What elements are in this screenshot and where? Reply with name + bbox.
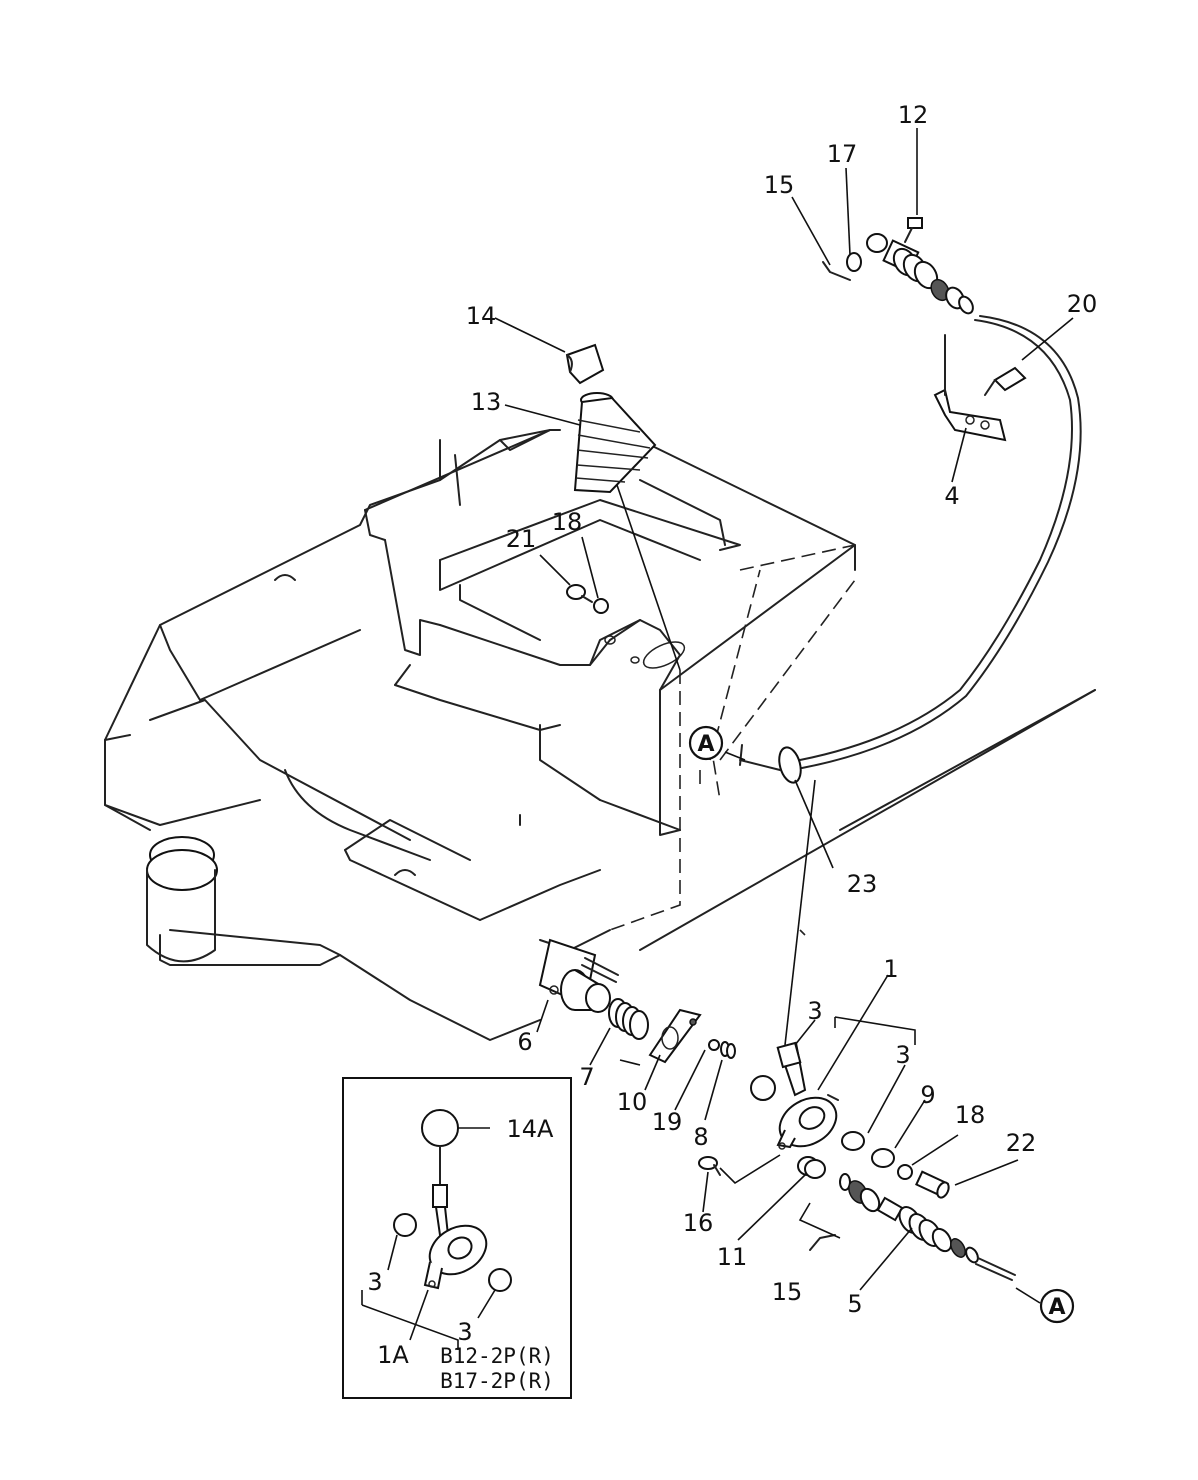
- inset-model-line1: B12-2P(R): [440, 1344, 554, 1368]
- part-14-knob-icon: [565, 343, 605, 385]
- part-9-washer-icon: [871, 1148, 895, 1168]
- label-14: 14: [466, 302, 497, 330]
- part-7-spring-icon: [608, 998, 649, 1040]
- label-9: 9: [920, 1081, 935, 1109]
- label-11: 11: [717, 1243, 748, 1271]
- cable-end-fitting: [866, 233, 974, 315]
- label-7: 7: [579, 1063, 594, 1091]
- part-1A-lever-icon: [423, 1184, 488, 1290]
- label-3-right: 3: [895, 1041, 910, 1069]
- label-21: 21: [506, 525, 537, 553]
- label-15-upper: 15: [764, 171, 795, 199]
- label-17: 17: [827, 140, 858, 168]
- cable-upper-end: [739, 217, 1082, 784]
- label-18-upper: 18: [552, 508, 583, 536]
- label-22: 22: [1006, 1129, 1037, 1157]
- part-19-ball-icon: [708, 1039, 720, 1051]
- part-5-cable-end-icon: [839, 1173, 1016, 1281]
- reference-a-lower-text: A: [1048, 1295, 1065, 1320]
- label-19: 19: [652, 1108, 683, 1136]
- label-3-inset-right: 3: [457, 1318, 472, 1346]
- part-17-washer-icon: [846, 252, 862, 272]
- label-23: 23: [847, 870, 878, 898]
- inset-model-line2: B17-2P(R): [440, 1369, 554, 1393]
- part-3-bushing-left-icon: [750, 1075, 776, 1101]
- part-8-spring-icon: [720, 1041, 736, 1059]
- label-3-inset-left: 3: [367, 1268, 382, 1296]
- part-13-boot-icon: [573, 392, 681, 671]
- label-16: 16: [683, 1209, 714, 1237]
- reference-a-upper: A: [688, 725, 724, 761]
- label-4: 4: [944, 482, 959, 510]
- label-6: 6: [517, 1028, 532, 1056]
- console-box: [364, 429, 856, 936]
- label-15-lower: 15: [772, 1278, 803, 1306]
- label-3-upper: 3: [807, 997, 822, 1025]
- label-20: 20: [1067, 290, 1098, 318]
- part-22-bolt-icon: [915, 1170, 950, 1199]
- label-1: 1: [883, 955, 898, 983]
- part-23-grommet-icon: [778, 746, 802, 784]
- part-14A-knob-icon: [421, 1109, 459, 1186]
- chassis-frame: [104, 429, 1096, 1041]
- leader-lines: [494, 128, 1074, 1304]
- part-3-bushing-right-icon: [841, 1131, 865, 1151]
- reference-a-lower: A: [1039, 1288, 1075, 1324]
- part-4-bracket-icon: [933, 334, 1007, 442]
- part-6-bracket-icon: [538, 938, 619, 1013]
- part-1-lever-icon: [776, 779, 839, 1150]
- label-1A: 1A: [377, 1341, 409, 1369]
- part-15-clip-lower-icon: [809, 1234, 836, 1251]
- part-labels: 12 17 15 20 4 14 13 21 18 23 1 3 3 9 18 …: [367, 101, 1097, 1393]
- label-13: 13: [471, 388, 502, 416]
- label-14A: 14A: [507, 1115, 555, 1143]
- label-18-lower: 18: [955, 1101, 986, 1129]
- part-20-bolt-icon: [984, 366, 1027, 396]
- part-11-nut-icon: [797, 1156, 826, 1179]
- part-12-screw-icon: [904, 217, 923, 243]
- part-21-screw-icon: [566, 584, 593, 603]
- label-10: 10: [617, 1088, 648, 1116]
- part-18-washer-upper-icon: [593, 598, 609, 614]
- label-12: 12: [898, 101, 929, 129]
- part-15-clip-icon: [822, 261, 851, 281]
- part-16-pin-icon: [698, 1156, 721, 1176]
- reference-a-upper-text: A: [697, 732, 714, 757]
- part-3-inset-right-icon: [488, 1268, 512, 1292]
- part-10-plate-icon: [648, 1008, 702, 1064]
- part-18-washer-lower-icon: [897, 1164, 913, 1180]
- label-5: 5: [847, 1290, 862, 1318]
- part-3-inset-left-icon: [393, 1213, 417, 1237]
- inset-box: [342, 1077, 572, 1399]
- label-8: 8: [693, 1123, 708, 1151]
